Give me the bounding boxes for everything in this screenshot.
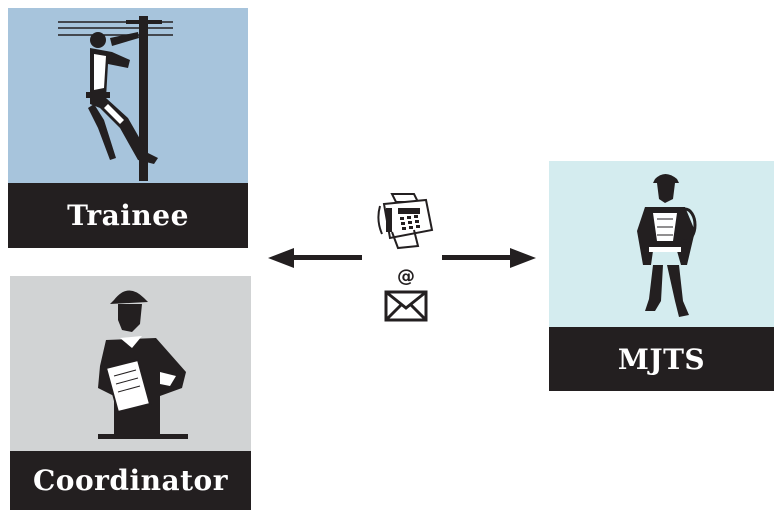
lineman-climbing-pole-icon [58, 16, 173, 181]
email-icon: @ [382, 266, 430, 324]
arrow-right-icon [442, 248, 536, 268]
coordinator-label: Coordinator [10, 451, 251, 510]
trainee-illustration [8, 8, 248, 183]
supervisor-with-clipboard-icon [98, 290, 188, 439]
envelope-icon [384, 290, 428, 322]
mjts-label: MJTS [549, 327, 774, 391]
trainee-node: Trainee [8, 8, 248, 248]
email-at-symbol: @ [397, 266, 415, 287]
coordinator-illustration [10, 276, 251, 451]
coordinator-node: Coordinator [10, 276, 251, 510]
arrow-left-icon [268, 248, 362, 268]
mjts-node: MJTS [549, 161, 774, 391]
fax-icon [377, 193, 434, 250]
lineman-with-gear-icon [637, 174, 697, 317]
trainee-label: Trainee [8, 183, 248, 248]
mjts-illustration [549, 161, 774, 327]
